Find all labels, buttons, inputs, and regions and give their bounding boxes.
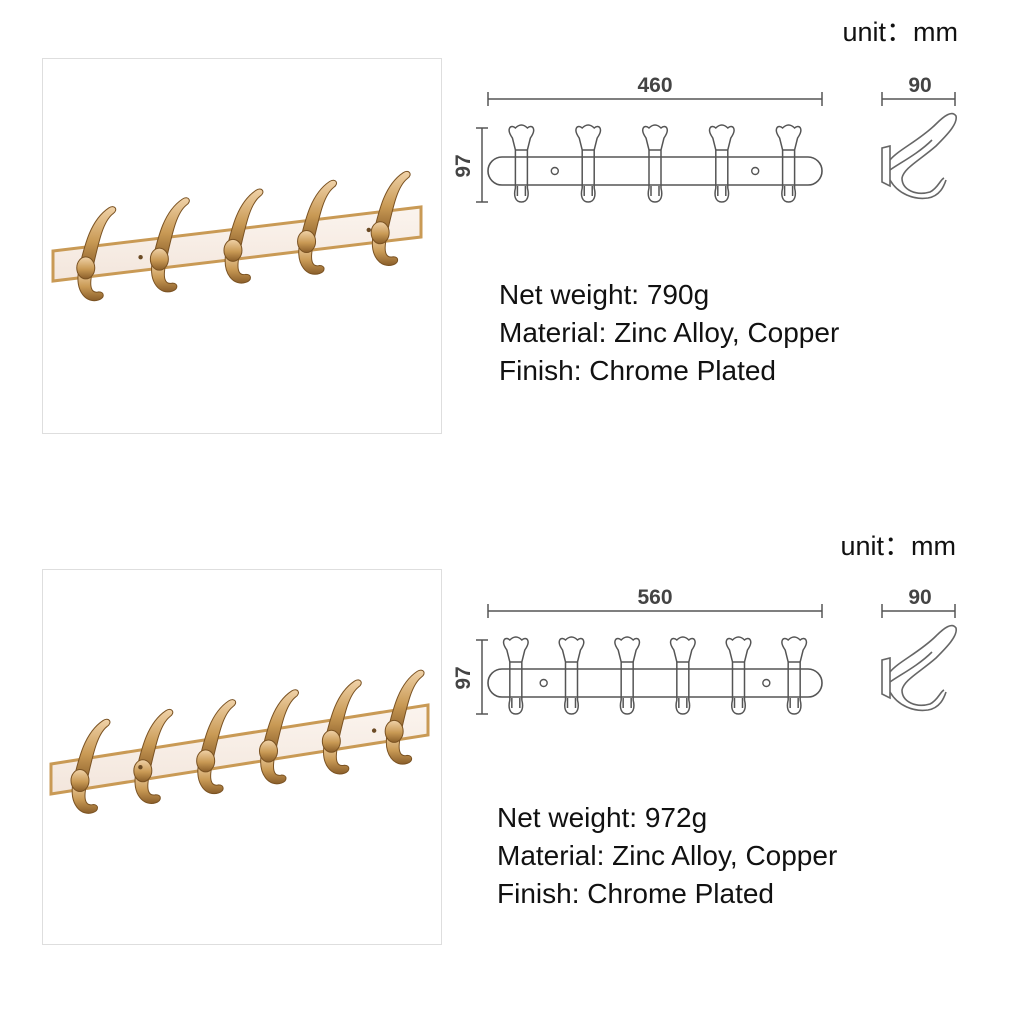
depth-label: 90 — [908, 586, 931, 609]
gold-hook — [223, 188, 264, 284]
hook-outline — [614, 636, 641, 715]
screw-dot — [138, 765, 143, 770]
height-label: 97 — [452, 154, 475, 177]
rack-front-outline — [487, 124, 823, 203]
backplate-outline — [487, 156, 823, 186]
screw-dot — [138, 255, 143, 260]
spec-net-weight: Net weight: 972g — [497, 802, 708, 833]
unit-label: unit：mm — [842, 17, 958, 47]
spec-material: Material: Zinc Alloy, Copper — [499, 317, 840, 348]
hook-side-outline — [881, 624, 957, 712]
depth-label: 90 — [908, 74, 931, 97]
spec-net-weight: Net weight: 790g — [499, 279, 710, 310]
screw-dot — [366, 227, 371, 233]
hook-outline — [781, 636, 808, 715]
spec-list: Net weight: 972g Material: Zinc Alloy, C… — [497, 799, 837, 913]
gold-hook — [76, 206, 117, 302]
product-variant-460: unit：mm 460 97 90 — [42, 17, 958, 434]
screw-hole-left — [550, 166, 560, 176]
hook-outline — [502, 636, 529, 715]
hook-side-outline — [881, 112, 957, 200]
gold-hook — [297, 179, 338, 275]
product-variant-560: unit：mm 560 97 90 — [0, 512, 1024, 1024]
coat-rack-image — [51, 170, 423, 302]
hook-outline — [575, 124, 602, 203]
backplate-outline — [487, 668, 823, 698]
spec-list: Net weight: 790g Material: Zinc Alloy, C… — [499, 276, 839, 390]
height-dimension: 97 — [452, 127, 488, 203]
gold-hook — [370, 170, 411, 266]
gold-hook — [384, 669, 425, 765]
coat-rack-image — [49, 669, 430, 814]
hook-outline — [775, 124, 802, 203]
depth-dimension: 90 — [881, 74, 956, 106]
length-dimension: 460 — [487, 74, 823, 106]
hook-outline — [725, 636, 752, 715]
dimension-drawing: 560 97 90 — [452, 586, 957, 715]
gold-hook — [196, 699, 237, 795]
spec-finish: Finish: Chrome Plated — [497, 878, 775, 909]
dimension-drawing: 460 97 90 — [452, 74, 957, 203]
gold-hook — [149, 197, 190, 293]
screw-hole-left — [539, 678, 548, 688]
rack-front-outline — [487, 636, 823, 715]
gold-hook — [133, 708, 174, 804]
length-dimension: 560 — [487, 586, 823, 618]
depth-dimension: 90 — [881, 586, 956, 618]
hook-outline — [708, 124, 735, 203]
product-photo — [42, 58, 442, 434]
gold-hook — [258, 689, 299, 785]
hook-outline — [558, 636, 585, 715]
backplate — [49, 703, 430, 796]
screw-hole-right — [751, 166, 760, 176]
height-label: 97 — [452, 666, 475, 689]
screw-dot — [371, 728, 377, 733]
gold-hook — [70, 718, 111, 814]
hook-outline — [508, 124, 535, 203]
spec-material: Material: Zinc Alloy, Copper — [497, 840, 838, 871]
length-label: 460 — [637, 74, 672, 97]
product-photo — [42, 569, 442, 945]
spec-finish: Finish: Chrome Plated — [499, 355, 777, 386]
length-label: 560 — [637, 586, 672, 609]
unit-label: unit：mm — [840, 531, 956, 561]
hook-outline — [642, 124, 668, 203]
height-dimension: 97 — [452, 639, 488, 715]
hook-outline — [669, 636, 696, 715]
gold-hook — [321, 679, 362, 775]
screw-hole-right — [762, 678, 771, 688]
